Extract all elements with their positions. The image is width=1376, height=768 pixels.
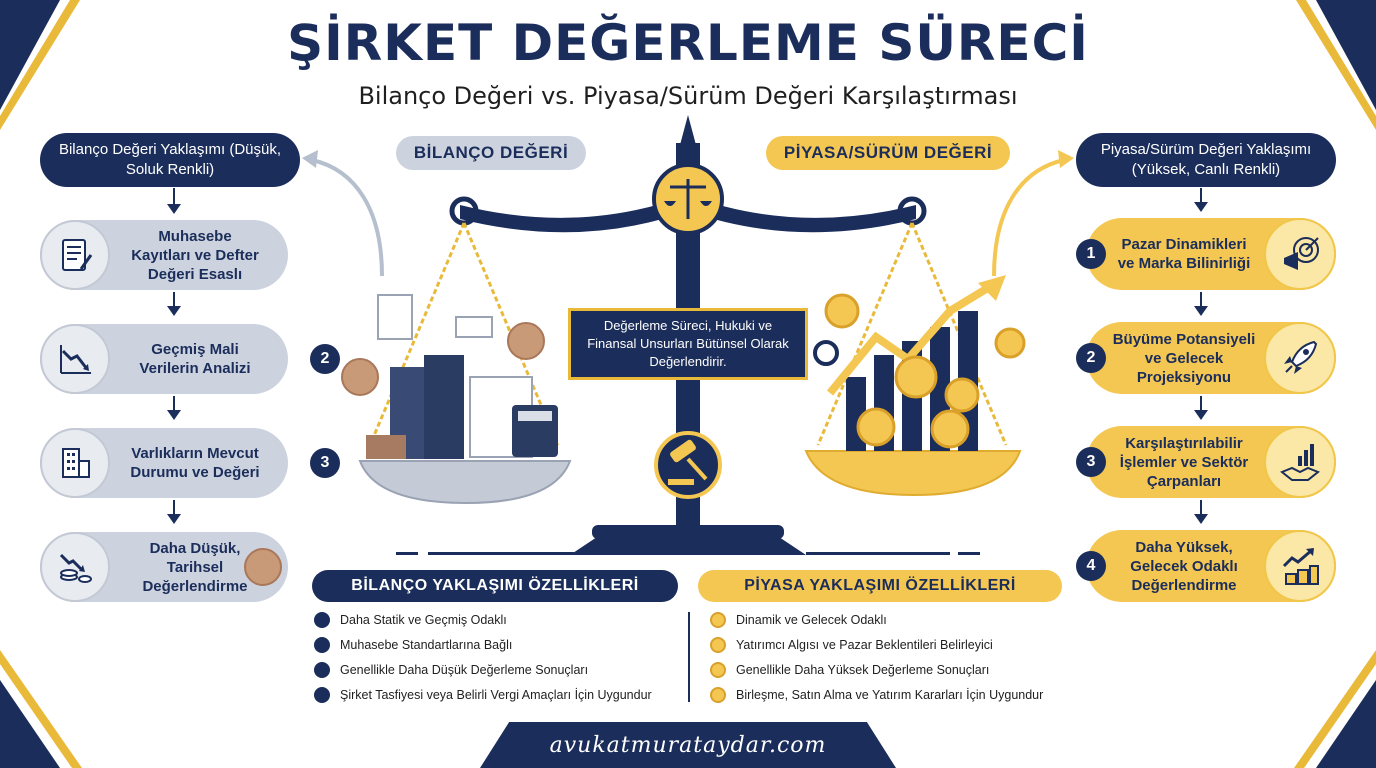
right-item-2-label: Büyüme Potansiyeli ve Gelecek Projeksiyo… — [1112, 330, 1256, 386]
market-value-label: PİYASA/SÜRÜM DEĞERİ — [766, 136, 1010, 170]
market-features-heading: PİYASA YAKLAŞIMI ÖZELLİKLERİ — [698, 570, 1062, 602]
footer-website: avukatmurataydar.com — [480, 722, 896, 768]
divider-line — [396, 552, 418, 555]
corner-decoration-bottom-right — [1294, 650, 1376, 768]
arrow-down-icon — [167, 396, 181, 420]
left-item-3: Varlıkların Mevcut Durumu ve Değeri 3 — [40, 428, 340, 498]
book-icon — [314, 637, 330, 653]
arrow-down-icon — [1194, 188, 1208, 212]
right-item-3: Karşılaştırılabilir İşlemler ve Sektör Ç… — [1076, 426, 1336, 498]
arrow-down-icon — [167, 188, 181, 214]
market-feature-text: Genellikle Daha Yüksek Değerleme Sonuçla… — [736, 663, 990, 677]
right-item-1-label: Pazar Dinamikleri ve Marka Bilinirliği — [1117, 236, 1251, 272]
tax-icon — [314, 687, 330, 703]
arrow-down-icon — [1194, 500, 1208, 524]
arrow-down-icon — [167, 292, 181, 316]
left-item-3-number: 3 — [310, 448, 340, 478]
coins-up-icon — [1264, 530, 1336, 602]
right-item-4-label: Daha Yüksek, Gelecek Odaklı Değerlendirm… — [1130, 538, 1238, 594]
curved-arrow-right — [992, 150, 1074, 277]
right-panel-heading: Piyasa/Sürüm Değeri Yaklaşımı (Yüksek, C… — [1076, 133, 1336, 187]
left-item-2: Geçmiş Mali Verilerin Analizi 2 — [40, 324, 340, 394]
curved-arrow-left — [302, 150, 384, 277]
market-feature-item: Genellikle Daha Yüksek Değerleme Sonuçla… — [710, 662, 989, 678]
left-panel-heading-text: Bilanço Değeri Yaklaşımı (Düşük, Soluk R… — [58, 141, 282, 178]
arrow-down-icon — [1194, 396, 1208, 420]
scale-icon — [314, 662, 330, 678]
coin-icon — [244, 548, 282, 586]
balance-feature-text: Genellikle Daha Düşük Değerleme Sonuçlar… — [340, 663, 589, 677]
left-item-4: Daha Düşük, Tarihsel Değerlendirme — [40, 532, 288, 602]
right-item-2-number: 2 — [1076, 343, 1106, 373]
corner-decoration-top-left — [0, 0, 80, 130]
chart-icon — [710, 662, 726, 678]
balance-feature-text: Şirket Tasfiyesi veya Belirli Vergi Amaç… — [340, 688, 652, 702]
balance-features-heading: BİLANÇO YAKLAŞIMI ÖZELLİKLERİ — [312, 570, 678, 602]
left-item-3-label: Varlıkların Mevcut Durumu ve Değeri — [130, 445, 260, 481]
document-pen-icon — [40, 220, 110, 290]
corner-decoration-bottom-left — [0, 650, 82, 768]
investor-icon — [710, 637, 726, 653]
balance-feature-item: Muhasebe Standartlarına Bağlı — [314, 637, 512, 653]
right-item-1-number: 1 — [1076, 239, 1106, 269]
left-item-1-label: Muhasebe Kayıtları ve Defter Değeri Esas… — [131, 227, 259, 283]
arrow-down-icon — [1194, 292, 1208, 316]
right-item-3-label: Karşılaştırılabilir İşlemler ve Sektör Ç… — [1119, 434, 1249, 490]
balance-value-label: BİLANÇO DEĞERİ — [396, 136, 586, 170]
handshake-icon — [710, 687, 726, 703]
vertical-divider — [688, 612, 690, 702]
market-feature-text: Dinamik ve Gelecek Odaklı — [736, 613, 887, 627]
center-statement-text: Değerleme Süreci, Hukuki ve Finansal Uns… — [587, 318, 789, 369]
right-item-4-number: 4 — [1076, 551, 1106, 581]
arrow-down-icon — [167, 500, 181, 524]
rocket-icon — [1264, 322, 1336, 394]
corner-decoration-top-right — [1296, 0, 1376, 130]
right-panel-heading-text: Piyasa/Sürüm Değeri Yaklaşımı (Yüksek, C… — [1100, 141, 1312, 178]
balance-feature-item: Genellikle Daha Düşük Değerleme Sonuçlar… — [314, 662, 588, 678]
left-item-1: Muhasebe Kayıtları ve Defter Değeri Esas… — [40, 220, 288, 290]
left-item-2-number: 2 — [310, 344, 340, 374]
building-icon — [40, 428, 110, 498]
left-item-4-label: Daha Düşük, Tarihsel Değerlendirme — [142, 539, 248, 595]
divider-line — [806, 552, 950, 555]
left-panel-heading: Bilanço Değeri Yaklaşımı (Düşük, Soluk R… — [40, 133, 300, 187]
right-item-2: Büyüme Potansiyeli ve Gelecek Projeksiyo… — [1076, 322, 1336, 394]
divider-line — [958, 552, 980, 555]
market-feature-item: Birleşme, Satın Alma ve Yatırım Kararlar… — [710, 687, 1043, 703]
right-item-4: Daha Yüksek, Gelecek Odaklı Değerlendirm… — [1076, 530, 1336, 602]
market-feature-item: Dinamik ve Gelecek Odaklı — [710, 612, 887, 628]
balance-feature-text: Muhasebe Standartlarına Bağlı — [340, 638, 513, 652]
balance-feature-item: Şirket Tasfiyesi veya Belirli Vergi Amaç… — [314, 687, 652, 703]
handshake-chart-icon — [1264, 426, 1336, 498]
market-feature-item: Yatırımcı Algısı ve Pazar Beklentileri B… — [710, 637, 993, 653]
right-item-1: Pazar Dinamikleri ve Marka Bilinirliği 1 — [1076, 218, 1336, 290]
growth-icon — [710, 612, 726, 628]
megaphone-target-icon — [1264, 218, 1336, 290]
page-subtitle: Bilanço Değeri vs. Piyasa/Sürüm Değeri K… — [358, 82, 1018, 110]
right-item-3-number: 3 — [1076, 447, 1106, 477]
market-feature-text: Yatırımcı Algısı ve Pazar Beklentileri B… — [736, 638, 993, 652]
document-icon — [314, 612, 330, 628]
balance-scale — [341, 115, 1026, 555]
left-item-2-label: Geçmiş Mali Verilerin Analizi — [139, 341, 251, 377]
balance-feature-text: Daha Statik ve Geçmiş Odaklı — [340, 613, 507, 627]
balance-feature-item: Daha Statik ve Geçmiş Odaklı — [314, 612, 507, 628]
coins-down-icon — [40, 532, 110, 602]
market-feature-text: Birleşme, Satın Alma ve Yatırım Kararlar… — [736, 688, 1044, 702]
page-title: ŞİRKET DEĞERLEME SÜRECİ — [287, 14, 1089, 72]
center-statement-banner: Değerleme Süreci, Hukuki ve Finansal Uns… — [568, 308, 808, 380]
declining-chart-icon — [40, 324, 110, 394]
divider-line — [428, 552, 574, 555]
